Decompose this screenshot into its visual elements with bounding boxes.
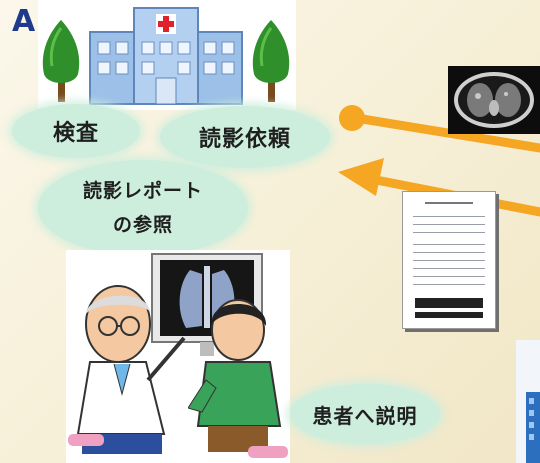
xray-viewer-icon bbox=[151, 253, 263, 356]
explain-label: 患者へ説明 bbox=[312, 403, 418, 428]
hospital-icon bbox=[89, 7, 243, 105]
panel-label: A bbox=[12, 4, 36, 39]
building-icon bbox=[516, 340, 540, 463]
request-bubble: 読影依頼 bbox=[160, 106, 330, 168]
report-label-line2: の参照 bbox=[112, 214, 173, 236]
exam-bubble: 検査 bbox=[12, 104, 140, 158]
exam-label: 検査 bbox=[52, 121, 99, 146]
tree-icon bbox=[252, 20, 290, 102]
tree-icon bbox=[42, 20, 80, 102]
report-reference-bubble: 読影レポート の参照 bbox=[38, 160, 248, 256]
patient-icon bbox=[188, 299, 288, 458]
report-document-icon bbox=[402, 191, 496, 329]
request-label: 読影依頼 bbox=[198, 127, 291, 152]
ct-scan-image bbox=[448, 66, 540, 134]
patient-explanation-bubble: 患者へ説明 bbox=[290, 384, 440, 444]
doctor-icon bbox=[68, 285, 186, 454]
report-arrow-head bbox=[338, 158, 384, 196]
report-label-line1: 読影レポート bbox=[82, 180, 203, 202]
request-arrow-tail bbox=[339, 105, 365, 131]
